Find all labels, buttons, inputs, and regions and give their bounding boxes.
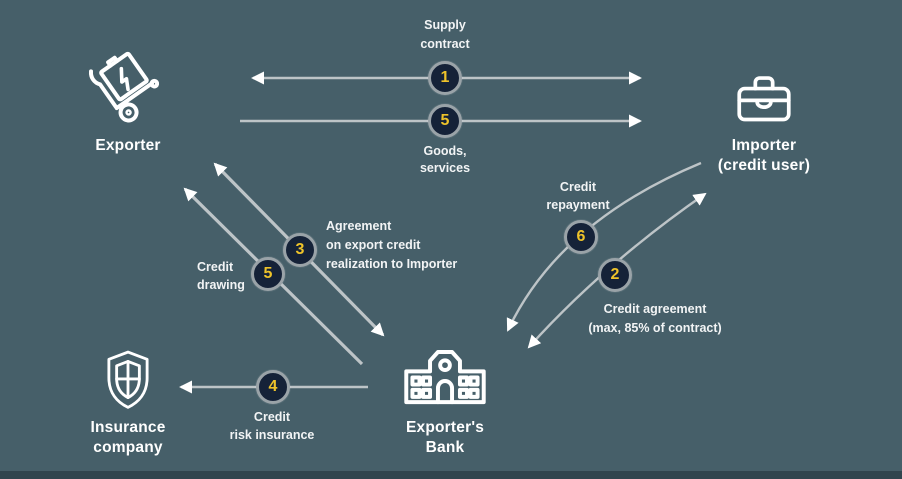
goods-services-label: Goods, services — [419, 144, 471, 175]
flow-number-badge-supply-contract: 1 — [428, 61, 462, 95]
credit-repayment-label: Credit repayment — [546, 180, 610, 212]
flow-number-badge-credit-repayment: 6 — [564, 220, 598, 254]
shield-icon — [102, 349, 154, 411]
exporter-label: Exporter — [95, 137, 161, 154]
supply-contract-label: Supply contract — [420, 18, 470, 51]
exporters-bank-label: Exporter's Bank — [405, 419, 485, 456]
flow-number-badge-credit-risk-insurance: 4 — [256, 370, 290, 404]
importer-label: Importer (credit user) — [717, 137, 811, 174]
insurance-company-label: Insurance company — [90, 419, 166, 456]
credit-risk-insurance-label: Credit risk insurance — [229, 410, 315, 442]
credit-drawing-label: Credit drawing — [197, 260, 245, 292]
flow-number-badge-credit-agreement: 2 — [598, 258, 632, 292]
flow-number-badge-export-credit-agreement: 3 — [283, 233, 317, 267]
hand-truck-box-icon — [88, 40, 170, 128]
flow-number-badge-goods-services: 5 — [428, 104, 462, 138]
flow-number-badge-credit-drawing: 5 — [251, 257, 285, 291]
bottom-edge-shade — [0, 471, 902, 479]
bank-building-icon — [401, 342, 489, 406]
export-credit-agreement-label: Agreement on export credit realization t… — [326, 219, 458, 271]
briefcase-icon — [733, 70, 795, 122]
credit-agreement-label: Credit agreement (max, 85% of contract) — [588, 302, 722, 335]
